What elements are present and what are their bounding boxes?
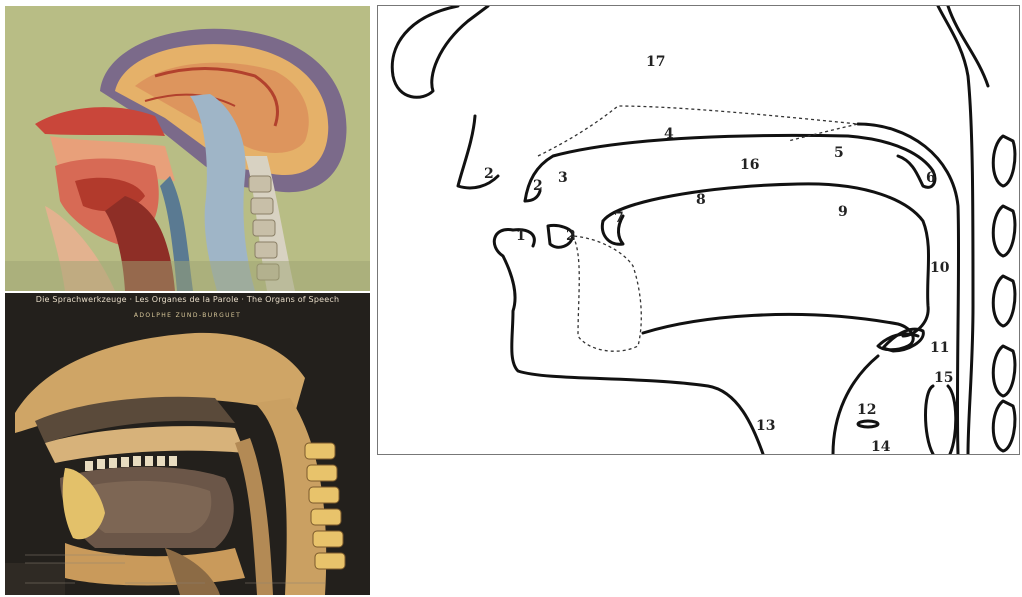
label-4: 4 [664,126,674,142]
label-3: 3 [558,170,568,186]
label-6: 6 [926,170,936,186]
vocal-tract-outline: 17 4 5 16 2 2 3 6 7 8 9 1 2 10 11 15 12 … [378,6,1019,454]
anatomy-illustration-color [5,6,370,291]
label-2-lower: 2 [566,228,576,244]
label-16: 16 [740,157,759,173]
label-8: 8 [696,192,706,208]
anatomy-poster-dark: Die Sprachwerkzeuge · Les Organes de la … [5,293,370,595]
label-1: 1 [516,228,526,244]
label-12: 12 [857,402,876,418]
label-2-teeth: 2 [533,178,543,194]
label-2-lip: 2 [484,166,494,182]
label-7: 7 [614,210,624,226]
speech-organs-line-diagram: 17 4 5 16 2 2 3 6 7 8 9 1 2 10 11 15 12 … [377,5,1020,455]
label-13: 13 [756,418,775,434]
label-5: 5 [834,145,844,161]
head-sagittal-poster-drawing [5,293,370,595]
label-15: 15 [934,370,953,386]
label-10: 10 [930,260,950,276]
label-14: 14 [871,439,891,454]
label-11: 11 [930,340,949,356]
head-sagittal-color-drawing [5,6,370,291]
label-9: 9 [838,204,848,220]
label-17: 17 [646,54,665,70]
